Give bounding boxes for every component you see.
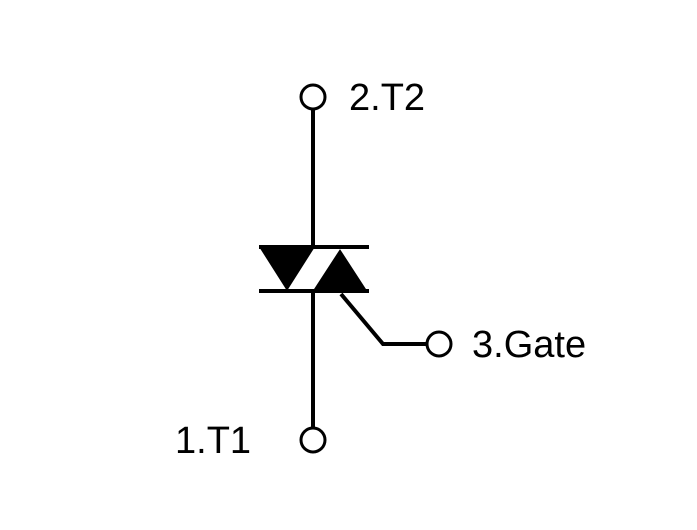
- t2-terminal-label: 2.T2: [349, 77, 425, 119]
- left-triangle-down: [260, 248, 314, 291]
- gate-terminal-label: 3.Gate: [472, 324, 586, 366]
- gate-terminal-pin: [425, 330, 453, 358]
- t1-terminal-label: 1.T1: [175, 420, 251, 462]
- gate-lead-wire: [339, 292, 426, 346]
- right-triangle-up: [313, 249, 367, 291]
- t2-terminal-pin: [299, 83, 327, 111]
- t1-terminal-pin: [299, 426, 327, 454]
